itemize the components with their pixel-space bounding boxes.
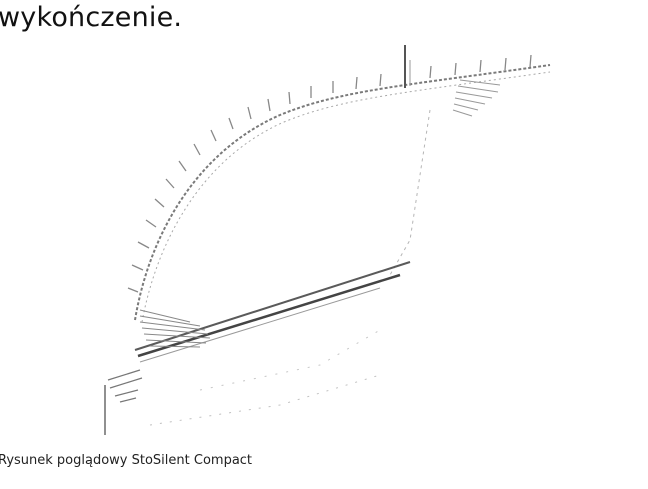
right-hatching — [452, 79, 501, 117]
support-fragments — [107, 369, 143, 403]
right-guide-dashed — [389, 109, 431, 276]
heading-fragment: wykończenie. — [0, 2, 183, 33]
vault-curve-inner — [141, 71, 551, 323]
junction-hatching — [139, 309, 211, 348]
vault-curve — [134, 64, 551, 321]
curve-tick-marks — [127, 54, 532, 293]
ceiling-curve-sketch — [104, 45, 551, 435]
lower-beam — [134, 261, 411, 351]
lower-guide-dashed — [149, 374, 381, 426]
figure-caption: Rysunek poglądowy StoSilent Compact — [0, 453, 253, 468]
